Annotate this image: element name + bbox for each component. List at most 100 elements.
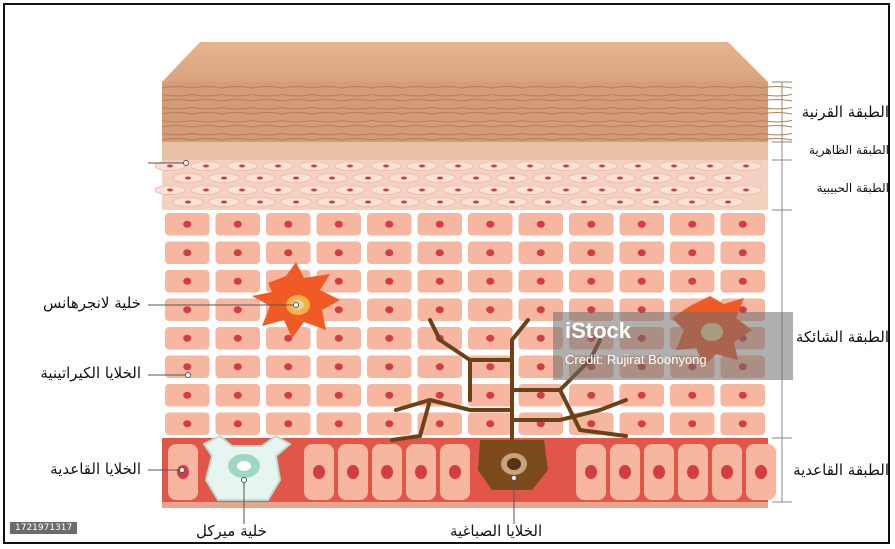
keratinocyte-nucleus [537, 335, 545, 342]
granular-nucleus [293, 177, 299, 180]
granular-nucleus [635, 189, 641, 192]
granular-nucleus [203, 189, 209, 192]
granular-nucleus [653, 177, 659, 180]
keratinocyte-nucleus [638, 221, 646, 228]
label-stratum-corneum: الطبقة القرنية [802, 103, 889, 121]
granular-nucleus [653, 201, 659, 204]
keratinocyte-nucleus [436, 392, 444, 399]
keratinocyte-nucleus [486, 278, 494, 285]
label-stratum-granulosum: الطبقة الحبيبية [817, 181, 889, 195]
granular-nucleus [311, 165, 317, 168]
keratinocyte-nucleus [183, 221, 191, 228]
keratinocyte-nucleus [486, 306, 494, 313]
basal-nucleus [381, 465, 393, 479]
granular-nucleus [527, 189, 533, 192]
keratinocyte-nucleus [183, 306, 191, 313]
keratinocyte-nucleus [739, 221, 747, 228]
keratinocyte-nucleus [436, 306, 444, 313]
granular-nucleus [167, 165, 173, 168]
keratinocyte-nucleus [284, 392, 292, 399]
granular-nucleus [401, 201, 407, 204]
granular-nucleus [239, 189, 245, 192]
keratinocyte-nucleus [183, 335, 191, 342]
granular-nucleus [743, 165, 749, 168]
granular-nucleus [275, 189, 281, 192]
granular-nucleus [221, 177, 227, 180]
granular-nucleus [455, 189, 461, 192]
granular-nucleus [743, 189, 749, 192]
keratinocyte-nucleus [486, 363, 494, 370]
basal-nucleus [347, 465, 359, 479]
keratinocyte-nucleus [486, 420, 494, 427]
granular-nucleus [329, 177, 335, 180]
keratinocyte-nucleus [183, 420, 191, 427]
label-keratinocytes: الخلايا الكيراتينية [40, 364, 141, 382]
keratinocyte-nucleus [385, 221, 393, 228]
keratinocyte-nucleus [688, 249, 696, 256]
keratinocyte-nucleus [739, 392, 747, 399]
layer-brackets [772, 82, 792, 502]
granular-nucleus [617, 177, 623, 180]
istock-watermark: iStock Credit: Rujirat Boonyong [553, 312, 793, 380]
keratinocyte-nucleus [436, 363, 444, 370]
granular-nucleus [707, 189, 713, 192]
watermark-credit: Credit: Rujirat Boonyong [565, 352, 707, 367]
keratinocyte-nucleus [385, 392, 393, 399]
granular-nucleus [473, 177, 479, 180]
granular-nucleus [419, 189, 425, 192]
keratinocyte-nucleus [688, 221, 696, 228]
stock-id-badge: 1721971317 [10, 522, 77, 534]
granular-nucleus [383, 189, 389, 192]
granular-nucleus [365, 177, 371, 180]
keratinocyte-nucleus [234, 221, 242, 228]
stratum-lucidum [162, 142, 768, 160]
granular-nucleus [311, 189, 317, 192]
granular-nucleus [491, 165, 497, 168]
keratinocyte-nucleus [234, 249, 242, 256]
stratum-granulosum [155, 160, 768, 210]
keratinocyte-nucleus [385, 363, 393, 370]
keratinocyte-nucleus [688, 420, 696, 427]
granular-nucleus [419, 165, 425, 168]
keratinocyte-nucleus [537, 278, 545, 285]
keratinocyte-nucleus [739, 420, 747, 427]
basal-nucleus [619, 465, 631, 479]
keratinocyte-nucleus [183, 249, 191, 256]
granular-nucleus [365, 201, 371, 204]
granular-nucleus [491, 189, 497, 192]
watermark-brand: iStock [565, 318, 631, 344]
keratinocyte-nucleus [587, 392, 595, 399]
basal-nucleus [585, 465, 597, 479]
granular-nucleus [437, 177, 443, 180]
keratinocyte-nucleus [537, 221, 545, 228]
keratinocyte-nucleus [234, 363, 242, 370]
label-stratum-basale: الطبقة القاعدية [793, 461, 889, 479]
basal-nucleus [721, 465, 733, 479]
keratinocyte-nucleus [335, 335, 343, 342]
keratinocyte-nucleus [335, 420, 343, 427]
granular-nucleus [581, 177, 587, 180]
granular-nucleus [185, 201, 191, 204]
keratinocyte-nucleus [486, 249, 494, 256]
basal-nucleus [687, 465, 699, 479]
keratinocyte-nucleus [739, 278, 747, 285]
granular-nucleus [509, 177, 515, 180]
label-basal-cells: الخلايا القاعدية [50, 460, 141, 478]
keratinocyte-nucleus [234, 392, 242, 399]
keratinocyte-nucleus [335, 221, 343, 228]
stratum-corneum [162, 82, 792, 142]
granular-nucleus [707, 165, 713, 168]
label-stratum-spinosum: الطبقة الشائكة [796, 328, 889, 346]
keratinocyte-nucleus [385, 420, 393, 427]
granular-nucleus [725, 177, 731, 180]
keratinocyte-nucleus [335, 306, 343, 313]
keratinocyte-nucleus [537, 306, 545, 313]
basal-nucleus [313, 465, 325, 479]
keratinocyte-nucleus [234, 306, 242, 313]
granular-nucleus [671, 189, 677, 192]
keratinocyte-nucleus [587, 278, 595, 285]
keratinocyte-nucleus [234, 335, 242, 342]
keratinocyte-nucleus [385, 306, 393, 313]
keratinocyte-nucleus [638, 392, 646, 399]
label-stratum-lucidum: الطبقة الظاهرية [809, 143, 889, 157]
